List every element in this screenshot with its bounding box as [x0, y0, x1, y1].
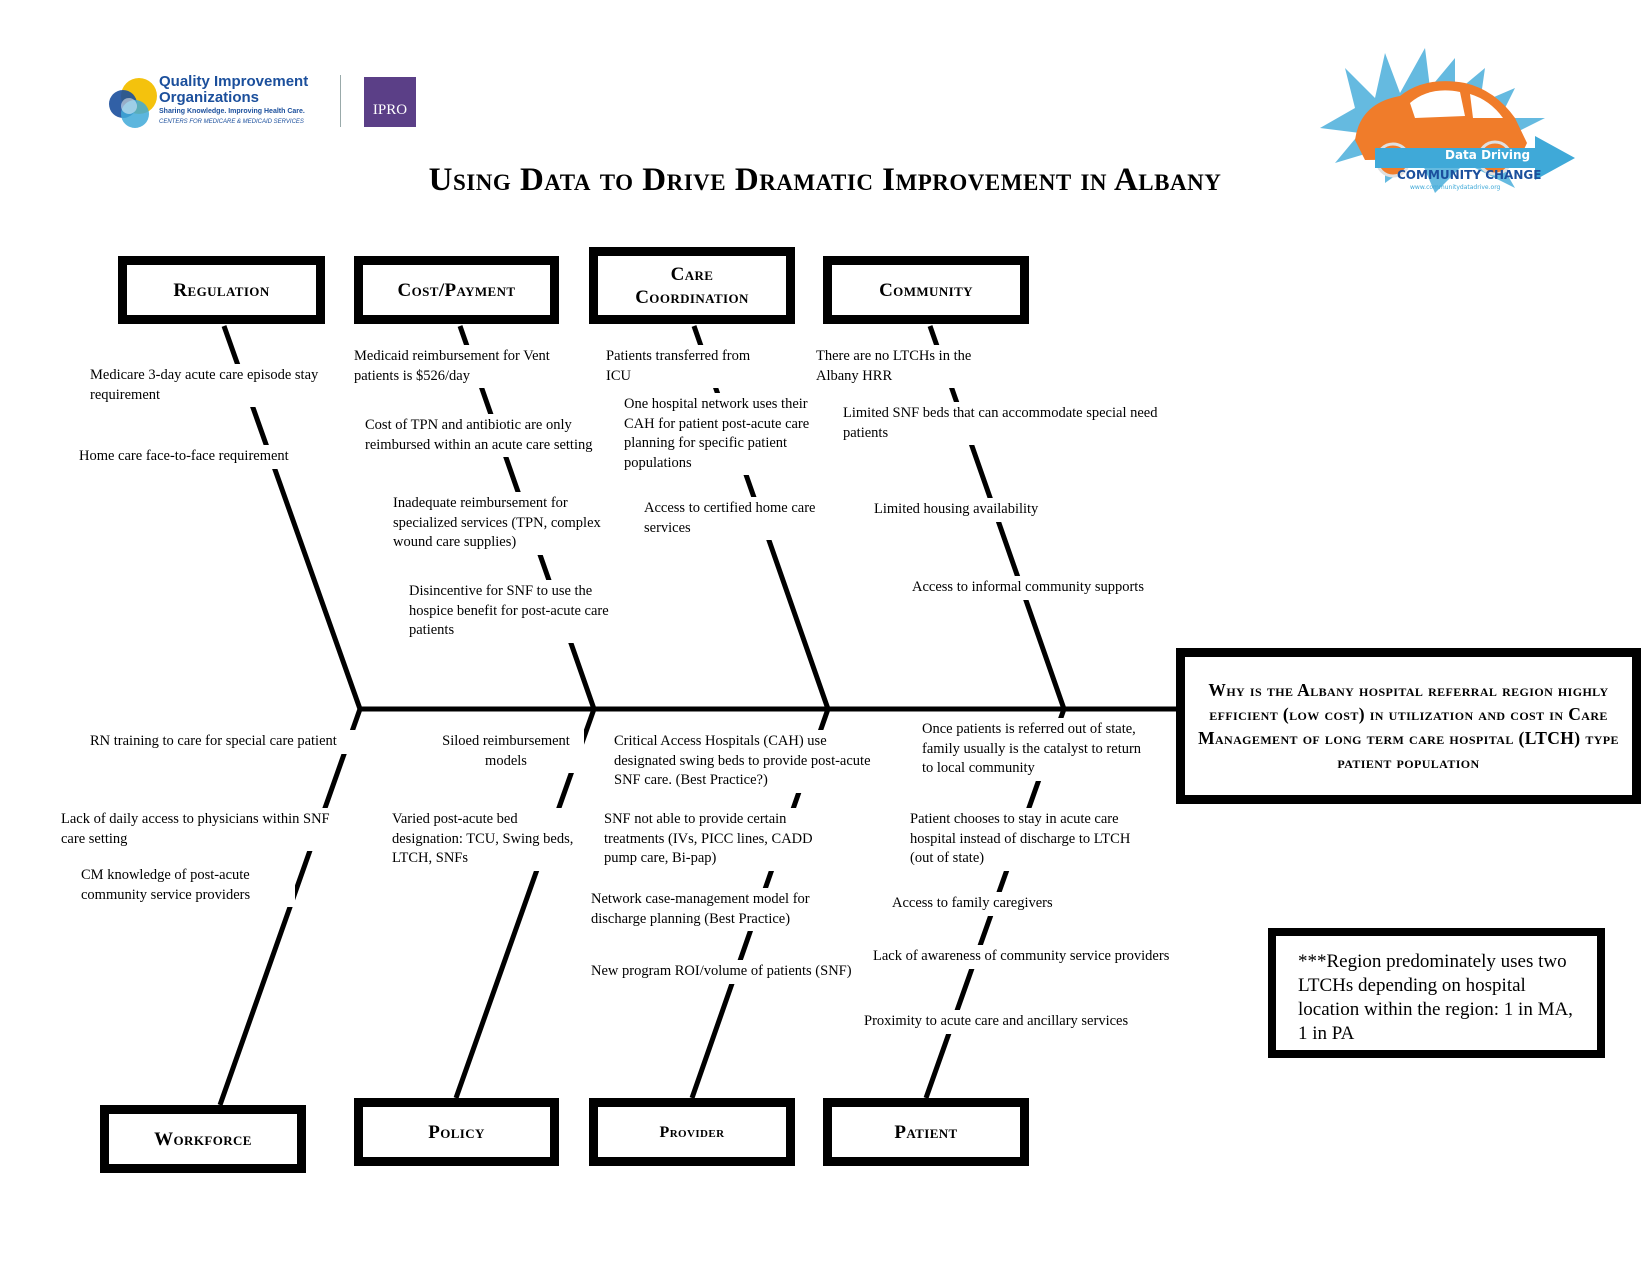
cause-community-2: Limited SNF beds that can accommodate sp… [839, 402, 1187, 445]
effect-box: Why is the Albany hospital referral regi… [1176, 648, 1641, 804]
cause-regulation-1: Medicare 3-day acute care episode stay r… [86, 364, 344, 407]
cause-patient-3: Access to family caregivers [888, 892, 1096, 916]
cause-care-2: One hospital network uses their CAH for … [620, 393, 828, 475]
category-provider: Provider [589, 1098, 795, 1166]
category-workforce: Workforce [100, 1105, 306, 1173]
ddcc-url: www.communitydatadrive.org [1410, 184, 1501, 191]
cause-community-4: Access to informal community supports [908, 576, 1206, 600]
cause-cost-2: Cost of TPN and antibiotic are only reim… [361, 414, 601, 457]
cause-provider-2: SNF not able to provide certain treatmen… [600, 808, 833, 871]
ipro-logo: IPRO [364, 77, 416, 127]
category-policy: Policy [354, 1098, 559, 1166]
cause-community-1: There are no LTCHs in the Albany HRR [812, 345, 1020, 388]
cause-provider-4: New program ROI/volume of patients (SNF) [587, 960, 865, 984]
qio-sub: CENTERS FOR MEDICARE & MEDICAID SERVICES [159, 119, 304, 125]
qio-name-line1: Quality Improvement [159, 73, 309, 90]
qio-circles-icon [109, 78, 157, 128]
car-icon [1320, 48, 1575, 193]
cause-patient-4: Lack of awareness of community service p… [869, 945, 1222, 969]
effect-text: Why is the Albany hospital referral regi… [1182, 654, 1635, 798]
bone-policy [453, 708, 597, 1099]
page-title: Using Data to Drive Dramatic Improvement… [428, 162, 1222, 198]
cause-workforce-3: CM knowledge of post-acute community ser… [77, 864, 295, 907]
cause-patient-2: Patient chooses to stay in acute care ho… [906, 808, 1152, 871]
cause-workforce-2: Lack of daily access to physicians withi… [57, 808, 345, 851]
cause-patient-1: Once patients is referred out of state, … [918, 718, 1146, 781]
cause-workforce-1: RN training to care for special care pat… [86, 730, 384, 754]
logo-divider [340, 75, 341, 127]
cause-cost-4: Disincentive for SNF to use the hospice … [405, 580, 641, 643]
qio-logo: Quality Improvement Organizations Sharin… [105, 74, 325, 134]
cause-cost-3: Inadequate reimbursement for specialized… [389, 492, 607, 555]
cause-cost-1: Medicaid reimbursement for Vent patients… [350, 345, 563, 388]
category-cost-payment: Cost/Payment [354, 256, 559, 324]
cause-provider-1: Critical Access Hospitals (CAH) use desi… [610, 730, 880, 793]
ddcc-line2: COMMUNITY CHANGE [1397, 168, 1542, 182]
cause-care-1: Patients transferred from ICU [602, 345, 760, 388]
cause-policy-1: Siloed reimbursement models [428, 730, 584, 773]
category-community: Community [823, 256, 1029, 324]
bone-workforce [217, 708, 363, 1106]
note-text: ***Region predominately uses two LTCHs d… [1273, 933, 1600, 1053]
category-regulation: Regulation [118, 256, 325, 324]
cause-patient-5: Proximity to acute care and ancillary se… [860, 1010, 1178, 1034]
ddcc-logo: Data Driving COMMUNITY CHANGE www.commun… [1315, 48, 1575, 198]
note-box: ***Region predominately uses two LTCHs d… [1268, 928, 1605, 1058]
cause-provider-3: Network case-management model for discha… [587, 888, 860, 931]
cause-policy-2: Varied post-acute bed designation: TCU, … [388, 808, 581, 871]
cause-community-3: Limited housing availability [870, 498, 1098, 522]
qio-tagline: Sharing Knowledge. Improving Health Care… [159, 108, 305, 115]
category-care-coordination: Care Coordination [589, 247, 795, 324]
cause-regulation-2: Home care face-to-face requirement [75, 445, 353, 469]
category-patient: Patient [823, 1098, 1029, 1166]
ddcc-line1: Data Driving [1445, 148, 1531, 162]
cause-care-3: Access to certified home care services [640, 497, 828, 540]
qio-name-line2: Organizations [159, 89, 260, 106]
ipro-text: IPRO [372, 102, 408, 118]
